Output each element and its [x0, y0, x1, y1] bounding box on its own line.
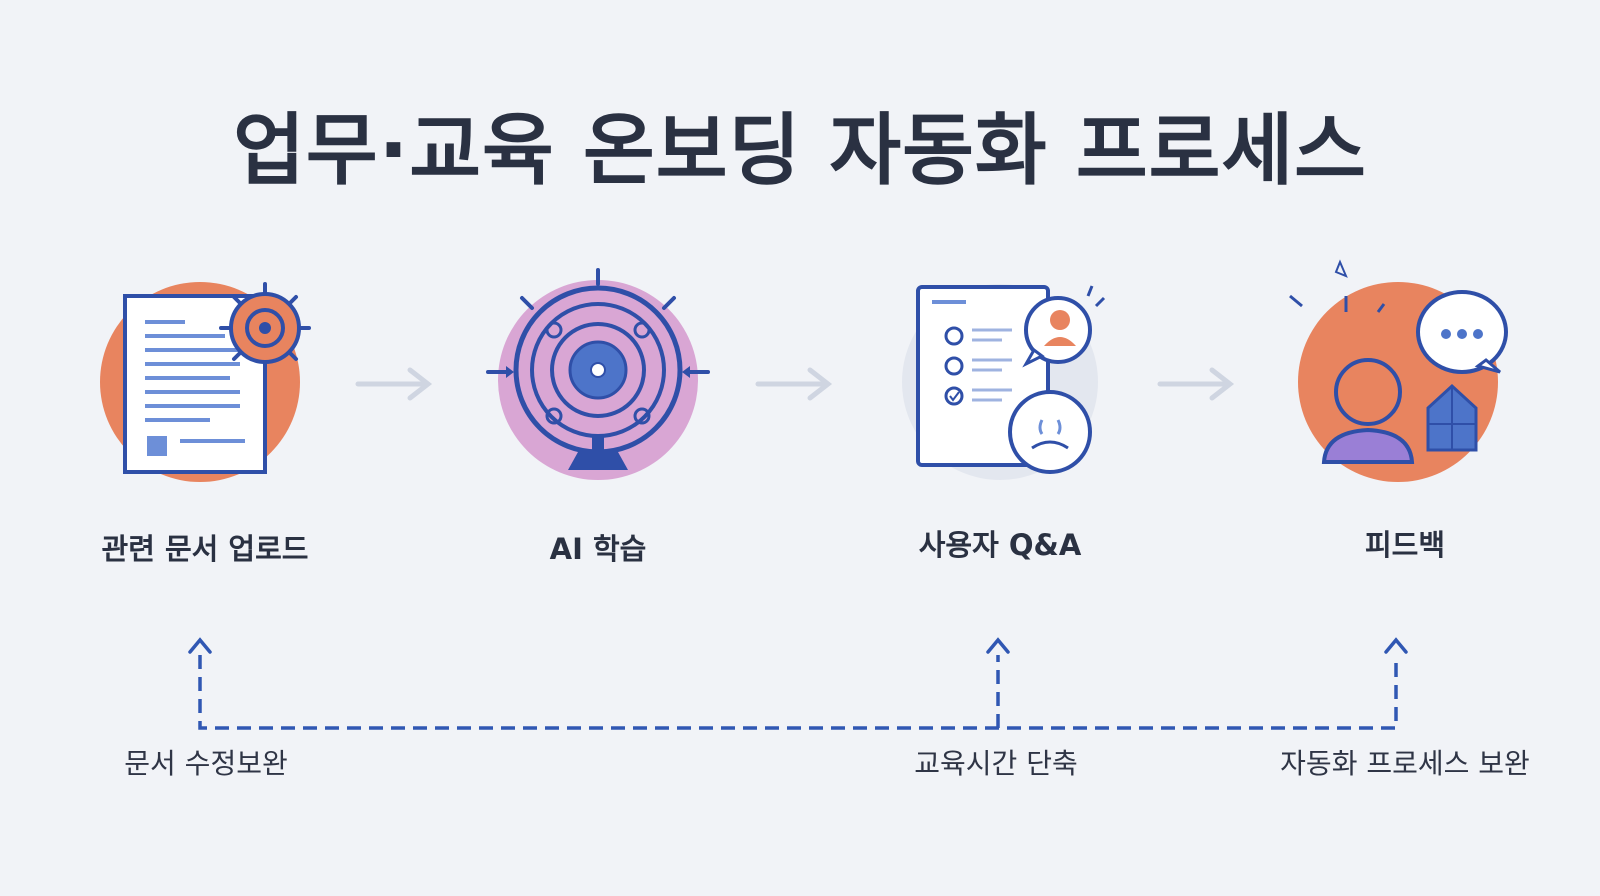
ai-target-brain-icon: [486, 268, 710, 480]
flow-arrow-1: [355, 367, 433, 401]
checklist-users-icon: [902, 284, 1106, 480]
loop-label-automation: 자동화 프로세스 보완: [1280, 747, 1530, 780]
flow-arrow-3: [1157, 367, 1235, 401]
loop-label-training-time: 교육시간 단축: [914, 747, 1078, 780]
step-label-user-qa: 사용자 Q&A: [918, 528, 1082, 562]
feedback-arrowheads: [188, 637, 1408, 654]
step-label-ai-learning: AI 학습: [549, 532, 647, 566]
feedback-loop-line: [198, 655, 1398, 730]
page-title: 업무·교육 온보딩 자동화 프로세스: [233, 106, 1367, 196]
flow-arrow-2: [755, 367, 833, 401]
step-label-feedback: 피드백: [1364, 528, 1446, 562]
document-gear-icon: [100, 282, 311, 482]
step-label-upload: 관련 문서 업로드: [101, 532, 309, 566]
loop-label-doc-revision: 문서 수정보완: [124, 747, 288, 780]
person-chat-feedback-icon: [1289, 259, 1508, 482]
